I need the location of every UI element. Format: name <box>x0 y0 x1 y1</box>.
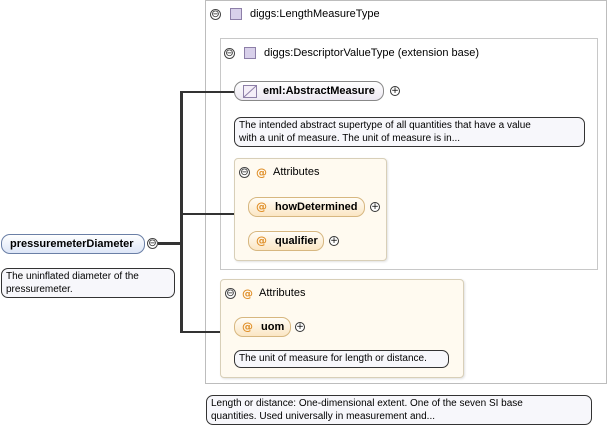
attribute-at-icon: @ <box>256 200 267 213</box>
length-measure-type-description: Length or distance: One-dimensional exte… <box>206 395 592 425</box>
collapse-element-icon[interactable]: ⊖ <box>147 238 158 249</box>
collapse-inner-attributes-icon[interactable]: ⊖ <box>239 167 250 178</box>
outer-attributes-title: Attributes <box>259 287 306 299</box>
collapse-descriptor-value-type-icon[interactable]: ⊖ <box>224 48 235 59</box>
descriptor-value-type-title: diggs:DescriptorValueType (extension bas… <box>264 47 480 59</box>
connector-to-uom <box>180 331 235 333</box>
attribute-at-icon: @ <box>242 320 253 333</box>
abstract-element-icon <box>243 85 257 98</box>
abstract-measure-description: The intended abstract supertype of all q… <box>234 117 585 147</box>
expand-uom-icon[interactable]: + <box>295 322 305 332</box>
collapse-length-measure-type-icon[interactable]: ⊖ <box>210 9 221 20</box>
expand-how-determined-icon[interactable]: + <box>370 202 380 212</box>
element-description: The uninflated diameter of the pressurem… <box>1 268 175 298</box>
attribute-at-icon: @ <box>242 287 253 300</box>
pressuremeter-diameter-element[interactable]: pressuremeterDiameter <box>1 234 145 254</box>
complex-type-icon <box>244 47 256 59</box>
complex-type-icon <box>230 8 242 20</box>
attribute-at-icon: @ <box>256 166 267 179</box>
attribute-qualifier[interactable]: qualifier <box>248 231 324 251</box>
expand-abstract-measure-icon[interactable]: + <box>390 86 400 96</box>
expand-qualifier-icon[interactable]: + <box>329 236 339 246</box>
attribute-how-determined[interactable]: howDetermined <box>248 197 365 217</box>
inner-attributes-title: Attributes <box>273 166 320 178</box>
how-determined-label: howDetermined <box>275 201 358 213</box>
length-measure-type-title: diggs:LengthMeasureType <box>250 8 380 20</box>
connector-to-attributes-inner <box>180 213 235 215</box>
connector-to-abstract <box>180 91 235 93</box>
uom-label: uom <box>261 321 285 333</box>
abstract-measure-node[interactable]: eml:AbstractMeasure <box>234 81 384 101</box>
attribute-uom[interactable]: uom <box>234 317 291 337</box>
uom-description: The unit of measure for length or distan… <box>234 350 449 368</box>
abstract-measure-label: eml:AbstractMeasure <box>263 85 375 97</box>
collapse-outer-attributes-icon[interactable]: ⊖ <box>225 288 236 299</box>
attribute-at-icon: @ <box>256 234 267 247</box>
connector-vertical <box>180 92 183 332</box>
element-label: pressuremeterDiameter <box>10 238 134 250</box>
connector-element-out <box>158 242 180 245</box>
qualifier-label: qualifier <box>275 235 318 247</box>
